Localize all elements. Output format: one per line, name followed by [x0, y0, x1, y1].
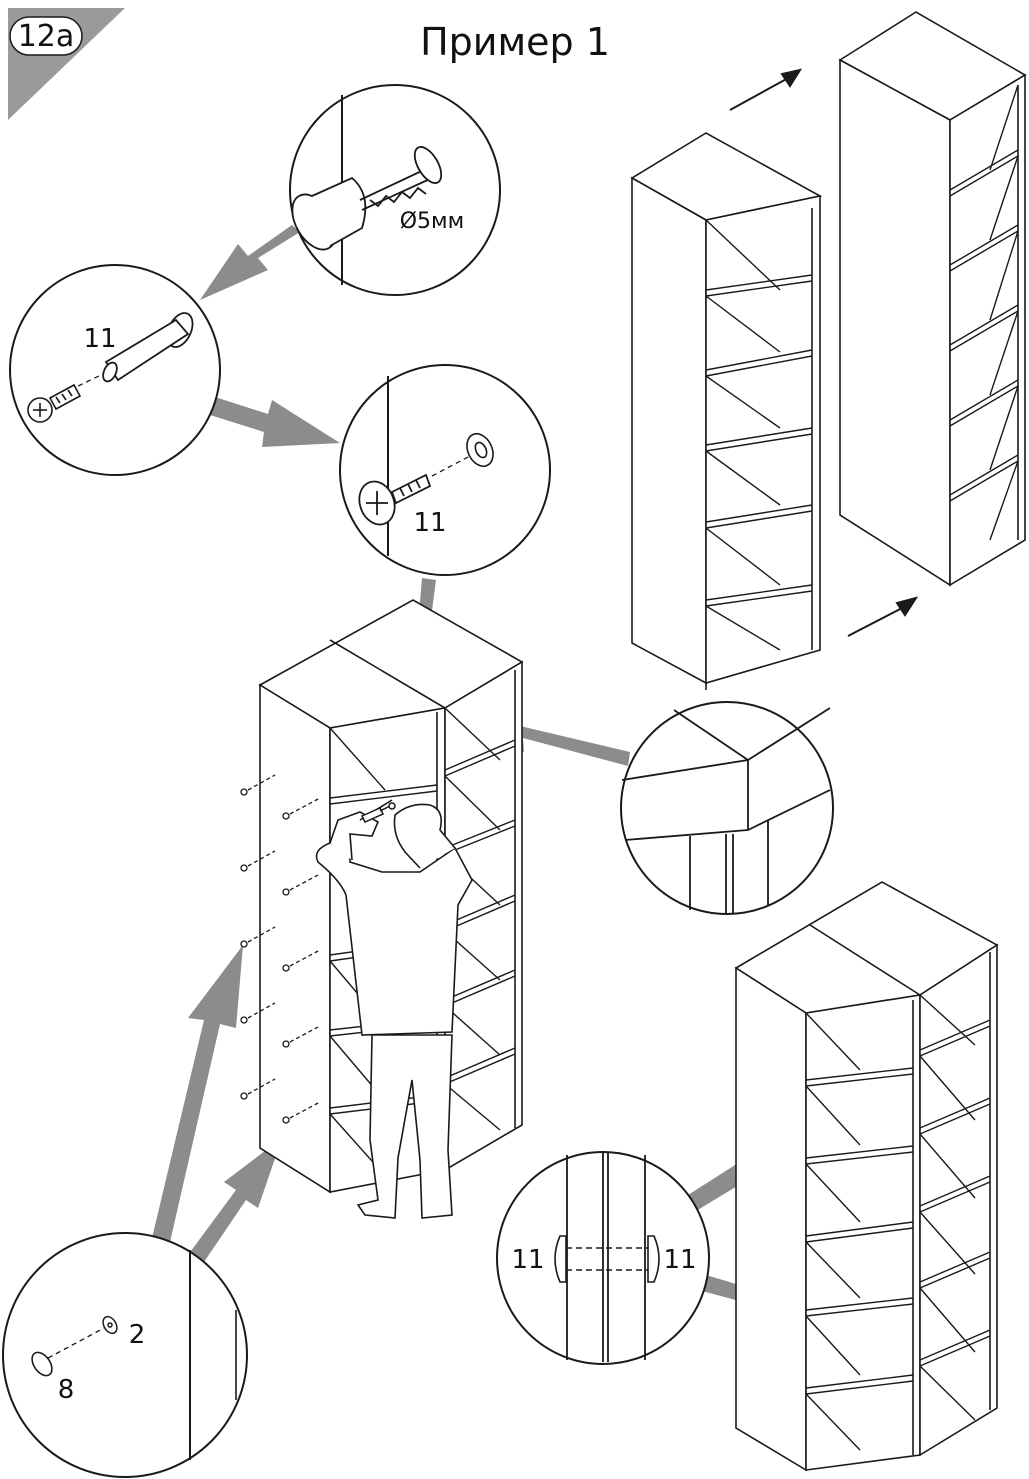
step-badge-label: 12a: [18, 19, 75, 54]
screw-insert-label: 11: [413, 508, 446, 538]
connector-left-label: 11: [511, 1245, 544, 1275]
arrow-cap-to-cabinet-upper: [152, 945, 243, 1242]
push-arrow-top: [729, 76, 791, 111]
detail-connector-circle: 11 11: [496, 1151, 710, 1365]
step-title: Пример 1: [420, 20, 610, 64]
arrow-screw-to-insert: [210, 397, 340, 447]
arrow-cap-to-cabinet-lower: [188, 1138, 282, 1265]
connector-screw-icon: [27, 383, 82, 423]
detail-screw-parts-circle: 11: [9, 264, 221, 476]
washer-label: 2: [129, 1320, 146, 1350]
detail-drill-circle: Ø5мм: [289, 84, 501, 296]
cover-cap-icon: [31, 1351, 53, 1377]
screwdriver-icon: [360, 802, 396, 823]
detail-screw-insert-circle: 11: [339, 364, 551, 576]
step-badge-pill: [9, 16, 83, 56]
detail-cap-circle: 2 8: [2, 1232, 248, 1478]
connector-right-label: 11: [663, 1245, 696, 1275]
connector-sleeve-icon: [102, 312, 194, 383]
assembled-corner-cabinet: [734, 881, 999, 1472]
side-screw-markers: [240, 774, 319, 1124]
person-figure: [315, 799, 473, 1219]
push-arrow-bottom: [847, 605, 907, 637]
drill-bit-icon: [291, 146, 443, 251]
inserted-screw-icon: [358, 473, 432, 526]
push-arrows: [729, 68, 919, 637]
screw-parts-label: 11: [83, 324, 116, 354]
cam-nut-icon: [466, 432, 494, 468]
separate-cabinets: [630, 11, 1027, 690]
step-badge: 12a: [8, 8, 125, 120]
connector-pair-icon: [554, 1235, 660, 1283]
arrow-drill-to-screw: [200, 225, 300, 300]
cap-label: 8: [58, 1375, 75, 1405]
washer-icon: [102, 1315, 118, 1335]
drill-diameter-label: Ø5мм: [400, 209, 465, 234]
detail-joint-circle: [620, 701, 834, 915]
